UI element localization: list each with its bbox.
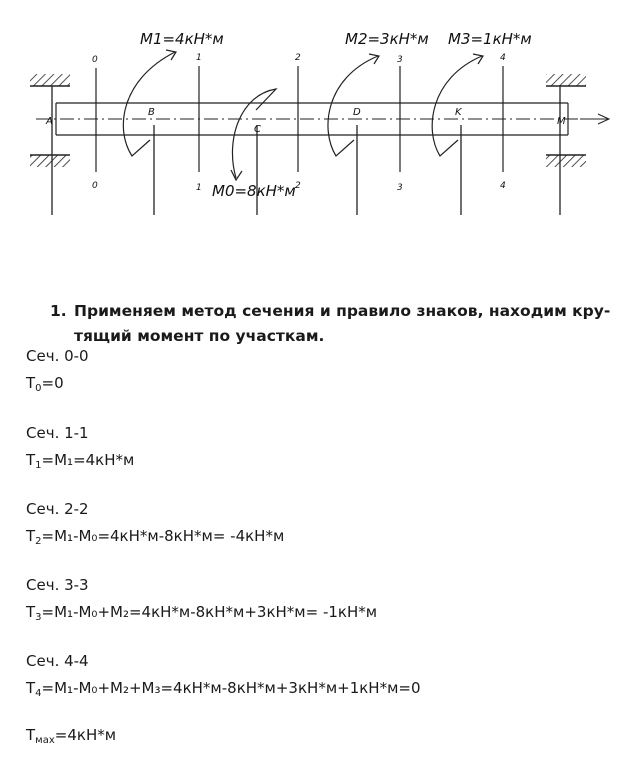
shaft-diagram: M1=4кН*м M2=3кН*м M3=1кН*м M0=8кН*м A B …: [30, 30, 611, 215]
formula-t1: T1=M₁=4кН*м: [26, 451, 135, 471]
formula-t2: T2=M₁-M₀=4кН*м-8кН*м= -4кН*м: [26, 527, 285, 547]
left-support: [30, 74, 70, 167]
section-mark-1-bottom: 1: [196, 183, 202, 193]
section-mark-4-bottom: 4: [500, 181, 506, 191]
node-lines: [51, 86, 561, 215]
formula-tmax: Tмах=4кН*м: [26, 726, 117, 746]
node-label-d: D: [353, 107, 361, 118]
load-label-m0: M0=8кН*м: [212, 182, 296, 200]
node-label-c: C: [254, 124, 261, 135]
moment-arrow-m3: [431, 53, 484, 157]
heading-line-2: тящий момент по участкам.: [74, 327, 325, 345]
section-label-3: Сеч. 3-3: [26, 576, 89, 594]
section-lines: [95, 66, 504, 172]
center-axis: [36, 113, 611, 125]
section-mark-3-top: 3: [397, 55, 403, 65]
section-label-4: Сеч. 4-4: [26, 652, 89, 670]
load-label-m2: M2=3кН*м: [345, 30, 429, 48]
formula-t3: T3=M₁-M₀+M₂=4кН*м-8кН*м+3кН*м= -1кН*м: [26, 603, 378, 623]
right-support: [546, 74, 586, 167]
formula-t4: T4=M₁-M₀+M₂+M₃=4кН*м-8кН*м+3кН*м+1кН*м=0: [26, 679, 421, 699]
moment-arrow-m2: [327, 53, 380, 157]
section-mark-3-bottom: 3: [397, 183, 403, 193]
section-mark-0-top: 0: [92, 55, 98, 65]
load-label-m1: M1=4кН*м: [140, 30, 224, 48]
moment-arrow-m0: [230, 88, 278, 182]
section-mark-4-top: 4: [500, 53, 506, 63]
section-label-0: Сеч. 0-0: [26, 347, 89, 365]
section-mark-1-top: 1: [196, 53, 202, 63]
section-label-2: Сеч. 2-2: [26, 500, 89, 518]
moment-arrow-m1: [122, 49, 177, 157]
section-mark-2-bottom: 2: [295, 181, 301, 191]
node-label-k: K: [455, 107, 463, 118]
section-mark-2-top: 2: [295, 53, 301, 63]
node-label-b: B: [148, 107, 155, 118]
heading-line-1: Применяем метод сечения и правило знаков…: [74, 302, 611, 320]
load-label-m3: M3=1кН*м: [448, 30, 532, 48]
section-label-1: Сеч. 1-1: [26, 424, 89, 442]
formula-t0: T0=0: [26, 374, 64, 394]
section-mark-0-bottom: 0: [92, 181, 98, 191]
node-label-a: A: [45, 116, 53, 127]
step-number: 1.: [50, 302, 67, 320]
node-label-m: M: [557, 116, 566, 127]
